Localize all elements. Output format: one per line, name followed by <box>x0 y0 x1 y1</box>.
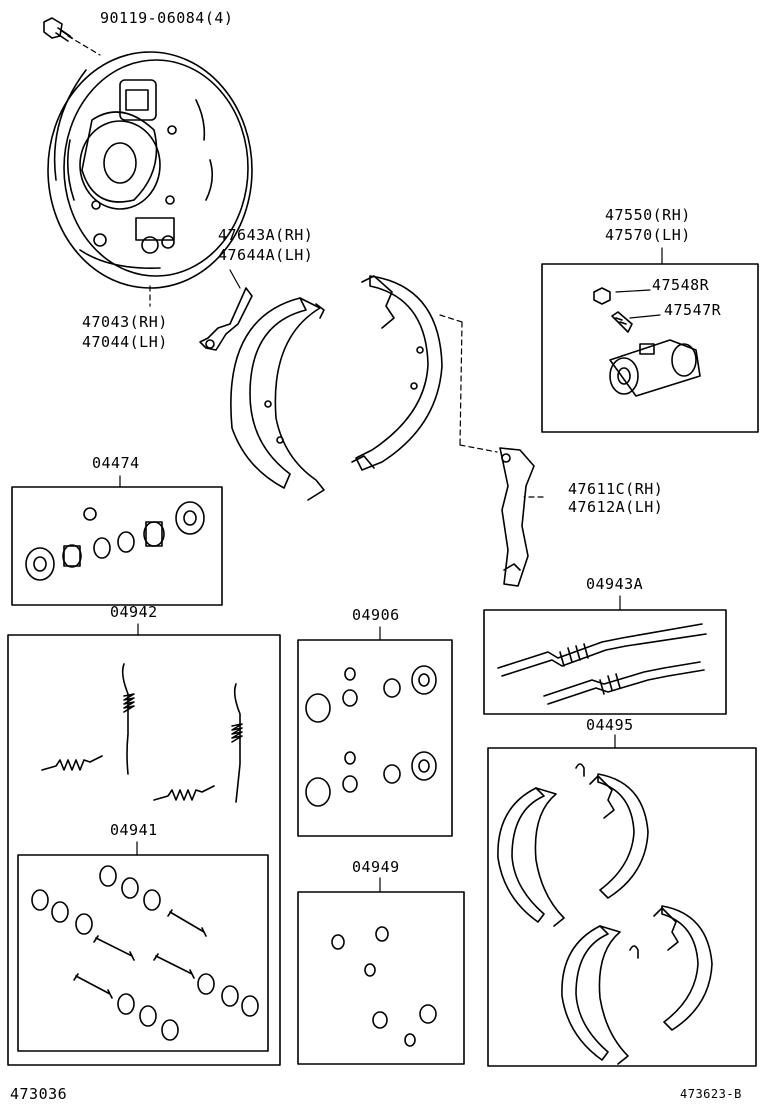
leader-solid <box>119 247 663 893</box>
kit-04941-box <box>17 854 269 1052</box>
adjuster-icon <box>497 623 707 705</box>
backing-plate-icon <box>47 51 253 289</box>
label-kit-04941: 04941 <box>110 821 158 839</box>
label-wheel-cylinder-lh: 47570(LH) <box>605 226 691 244</box>
label-backing-plate-rh: 47043(RH) <box>82 313 168 331</box>
label-kit-04474: 04474 <box>92 454 140 472</box>
kit-04906-box <box>297 639 453 837</box>
label-strut-rh: 47643A(RH) <box>218 226 314 244</box>
brake-shoe-icon <box>351 275 443 471</box>
brake-shoe-icon <box>230 297 325 501</box>
pin-icon <box>31 865 259 1041</box>
kit-04474-box <box>11 486 223 606</box>
label-kit-04906: 04906 <box>352 606 400 624</box>
label-kit-04942: 04942 <box>110 603 158 621</box>
brake-shoe-icon <box>497 763 713 1065</box>
kit-04943a-box <box>483 609 727 715</box>
label-lever-lh: 47612A(LH) <box>568 498 664 516</box>
lever-icon <box>499 447 535 587</box>
bleeder-icon <box>611 311 633 333</box>
label-lever-rh: 47611C(RH) <box>568 480 664 498</box>
leader-lines <box>67 35 544 498</box>
label-bolt: 90119-06084(4) <box>100 9 234 27</box>
footer-left-code: 473036 <box>10 1085 68 1103</box>
cup-icon <box>305 665 437 807</box>
kit-04495-box <box>487 747 757 1067</box>
spring-icon <box>41 663 243 803</box>
bolt-icon <box>43 17 73 42</box>
label-backing-plate-lh: 47044(LH) <box>82 333 168 351</box>
strut-icon <box>199 287 253 351</box>
cap-icon <box>593 287 611 305</box>
label-kit-04495: 04495 <box>586 716 634 734</box>
label-cap: 47548R <box>652 276 710 294</box>
label-kit-04943a: 04943A <box>586 575 644 593</box>
label-strut-lh: 47644A(LH) <box>218 246 314 264</box>
label-wheel-cylinder-rh: 47550(RH) <box>605 206 691 224</box>
label-kit-04949: 04949 <box>352 858 400 876</box>
kit-04942-box <box>7 634 281 1066</box>
wheel-cylinder-icon <box>609 339 701 397</box>
wheel-cylinder-box <box>541 263 759 433</box>
kit-04949-box <box>297 891 465 1065</box>
footer-right-code: 473623-B <box>680 1087 742 1101</box>
cup-icon <box>25 501 205 581</box>
label-bleeder: 47547R <box>664 301 722 319</box>
cup-icon <box>331 926 437 1047</box>
